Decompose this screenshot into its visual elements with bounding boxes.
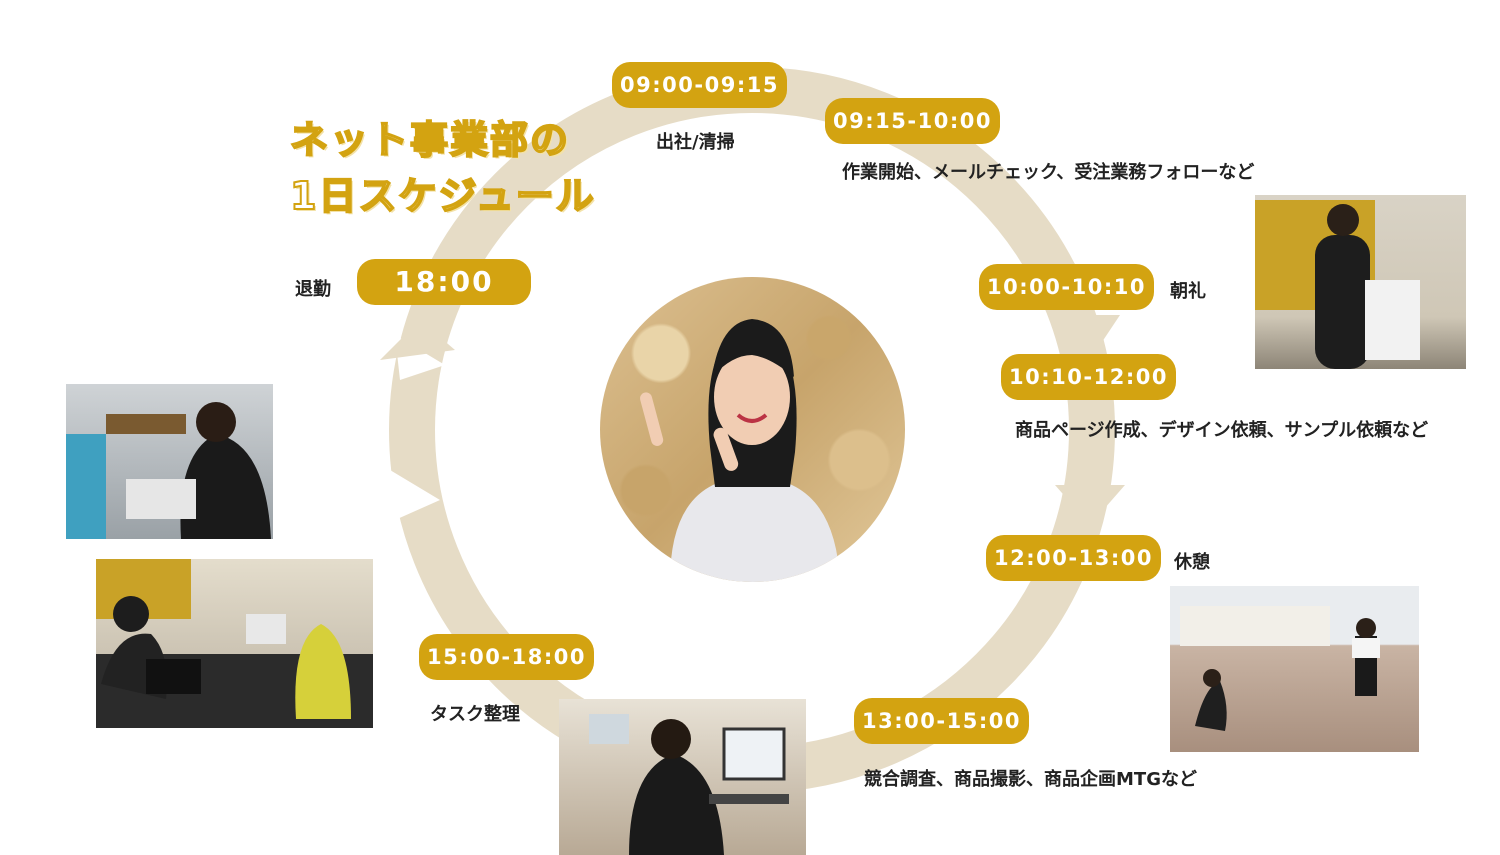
time-pill-1300: 13:00-15:00 xyxy=(854,698,1029,744)
time-pill-1010: 10:10-12:00 xyxy=(1001,354,1176,400)
activity-1000: 朝礼 xyxy=(1170,281,1206,302)
time-pill-0915: 09:15-10:00 xyxy=(825,98,1000,144)
photo-task-work xyxy=(559,699,806,855)
time-pill-1000: 10:00-10:10 xyxy=(979,264,1154,310)
title-line-1: ネット事業部の xyxy=(289,117,571,163)
time-pill-1800: 18:00 xyxy=(357,259,531,305)
activity-0900: 出社/清掃 xyxy=(656,132,735,153)
activity-1300: 競合調査、商品撮影、商品企画MTGなど xyxy=(864,769,1197,790)
activity-1010: 商品ページ作成、デザイン依頼、サンプル依頼など xyxy=(1015,420,1429,441)
photo-product-shoot xyxy=(1170,586,1419,752)
person-illustration xyxy=(640,319,840,582)
photo-team-meeting-art xyxy=(96,559,373,728)
center-portrait-photo xyxy=(600,277,905,582)
activity-1200: 休憩 xyxy=(1174,552,1210,573)
photo-morning-meeting xyxy=(1255,195,1466,369)
photo-team-meeting xyxy=(96,559,373,728)
time-pill-1200: 12:00-13:00 xyxy=(986,535,1161,581)
title-line-2: 1日スケジュール xyxy=(289,173,596,219)
photo-product-shoot-art xyxy=(1180,606,1380,731)
time-pill-0900: 09:00-09:15 xyxy=(612,62,787,108)
activity-0915: 作業開始、メールチェック、受注業務フォローなど xyxy=(842,162,1255,183)
activity-1800: 退勤 xyxy=(295,279,331,300)
photo-phone-call xyxy=(66,384,273,539)
photo-morning-meeting-art xyxy=(1255,200,1420,369)
activity-1500: タスク整理 xyxy=(430,704,520,725)
time-pill-1500: 15:00-18:00 xyxy=(419,634,594,680)
photo-phone-call-art xyxy=(66,402,271,539)
page-title: ネット事業部の 1日スケジュール xyxy=(289,112,620,224)
photo-task-work-art xyxy=(589,714,789,855)
